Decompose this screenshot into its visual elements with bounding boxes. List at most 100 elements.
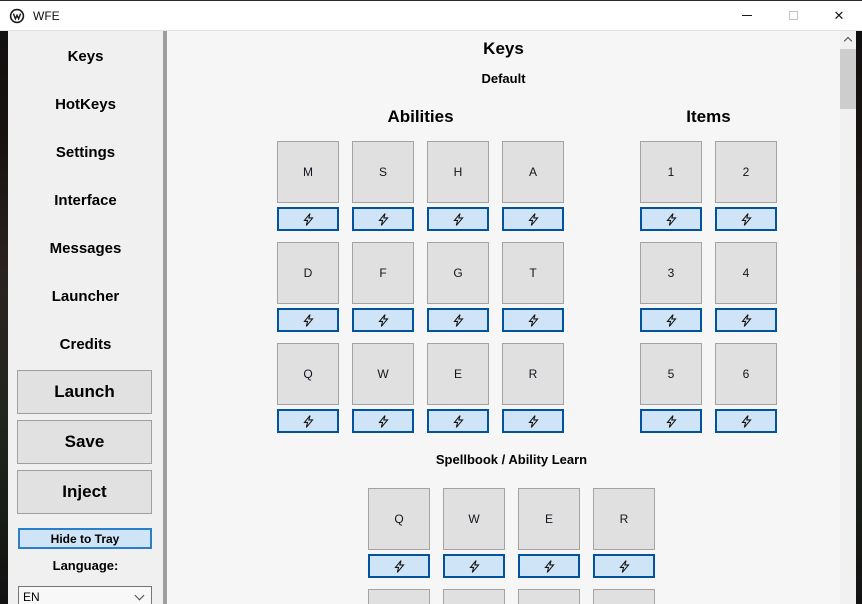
key-button[interactable]: 1: [640, 141, 702, 203]
key-button[interactable]: T: [502, 242, 564, 304]
close-button[interactable]: ✕: [816, 1, 862, 30]
rebind-key-button[interactable]: [277, 409, 339, 433]
key-cell: [443, 589, 505, 604]
key-button[interactable]: [518, 589, 580, 604]
key-button[interactable]: [443, 589, 505, 604]
rebind-key-button[interactable]: [443, 554, 505, 578]
spellbook-header: Spellbook / Ability Learn: [435, 452, 588, 467]
key-button[interactable]: [368, 589, 430, 604]
sidebar-item-interface[interactable]: Interface: [54, 192, 117, 209]
launch-button[interactable]: Launch: [17, 370, 152, 414]
key-button[interactable]: 2: [715, 141, 777, 203]
key-button[interactable]: S: [352, 141, 414, 203]
rebind-key-button[interactable]: [352, 409, 414, 433]
sidebar-item-messages[interactable]: Messages: [49, 240, 122, 257]
language-select[interactable]: EN: [18, 586, 152, 604]
rebind-key-button[interactable]: [502, 207, 564, 231]
rebind-key-button[interactable]: [640, 207, 702, 231]
rebind-key-button[interactable]: [518, 554, 580, 578]
rebind-key-button[interactable]: [277, 308, 339, 332]
key-cell: H: [427, 141, 489, 231]
inject-button[interactable]: Inject: [17, 470, 152, 514]
rebind-key-button[interactable]: [427, 308, 489, 332]
key-button[interactable]: D: [277, 242, 339, 304]
key-button[interactable]: W: [443, 488, 505, 550]
lightning-icon: [665, 313, 677, 327]
lightning-icon: [302, 313, 314, 327]
key-button[interactable]: M: [277, 141, 339, 203]
rebind-key-button[interactable]: [502, 409, 564, 433]
key-button[interactable]: G: [427, 242, 489, 304]
rebind-key-button[interactable]: [502, 308, 564, 332]
minimize-icon: [742, 15, 752, 16]
key-button[interactable]: A: [502, 141, 564, 203]
key-cell: F: [352, 242, 414, 332]
rebind-key-button[interactable]: [352, 308, 414, 332]
key-button[interactable]: R: [593, 488, 655, 550]
lightning-icon: [527, 414, 539, 428]
key-cell: D: [277, 242, 339, 332]
key-cell: R: [502, 343, 564, 433]
rebind-key-button[interactable]: [715, 308, 777, 332]
hide-to-tray-button[interactable]: Hide to Tray: [18, 528, 152, 549]
keys-panel: Keys Default Abilities Items M S H A: [167, 31, 840, 604]
lightning-icon: [665, 414, 677, 428]
key-cell: W: [352, 343, 414, 433]
key-button[interactable]: 3: [640, 242, 702, 304]
key-button[interactable]: 5: [640, 343, 702, 405]
right-edge-backdrop: [856, 31, 862, 604]
lightning-icon: [393, 559, 405, 573]
rebind-key-button[interactable]: [715, 207, 777, 231]
scroll-up-button[interactable]: [840, 31, 856, 48]
close-icon: ✕: [833, 8, 845, 23]
key-button[interactable]: Q: [277, 343, 339, 405]
key-button[interactable]: 4: [715, 242, 777, 304]
profile-name: Default: [481, 71, 526, 86]
key-button[interactable]: 6: [715, 343, 777, 405]
sidebar: Keys HotKeys Settings Interface Messages…: [8, 31, 163, 604]
scrollbar-thumb[interactable]: [840, 49, 856, 109]
key-cell: Q: [277, 343, 339, 433]
lightning-icon: [740, 212, 752, 226]
key-button[interactable]: F: [352, 242, 414, 304]
lightning-icon: [665, 212, 677, 226]
sidebar-nav: Keys HotKeys Settings Interface Messages…: [8, 33, 163, 369]
rebind-key-button[interactable]: [715, 409, 777, 433]
lightning-icon: [452, 212, 464, 226]
language-selected-value: EN: [23, 590, 40, 604]
key-cell: [518, 589, 580, 604]
sidebar-item-credits[interactable]: Credits: [59, 336, 112, 353]
key-button[interactable]: [593, 589, 655, 604]
lightning-icon: [377, 212, 389, 226]
rebind-key-button[interactable]: [277, 207, 339, 231]
key-cell: [593, 589, 655, 604]
minimize-button[interactable]: [724, 1, 770, 30]
key-button[interactable]: Q: [368, 488, 430, 550]
key-button[interactable]: H: [427, 141, 489, 203]
lightning-icon: [740, 414, 752, 428]
sidebar-item-keys[interactable]: Keys: [67, 48, 104, 65]
abilities-header: Abilities: [387, 107, 454, 126]
key-button[interactable]: R: [502, 343, 564, 405]
key-button[interactable]: E: [518, 488, 580, 550]
chevron-down-icon: [134, 590, 145, 600]
maximize-icon: [788, 11, 798, 20]
key-button[interactable]: W: [352, 343, 414, 405]
window-title: WFE: [33, 8, 60, 23]
rebind-key-button[interactable]: [352, 207, 414, 231]
rebind-key-button[interactable]: [640, 409, 702, 433]
rebind-key-button[interactable]: [368, 554, 430, 578]
sidebar-item-hotkeys[interactable]: HotKeys: [55, 96, 116, 113]
sidebar-item-settings[interactable]: Settings: [55, 144, 116, 161]
save-button[interactable]: Save: [17, 420, 152, 464]
lightning-icon: [468, 559, 480, 573]
window-body: Keys HotKeys Settings Interface Messages…: [0, 31, 862, 604]
rebind-key-button[interactable]: [427, 207, 489, 231]
rebind-key-button[interactable]: [593, 554, 655, 578]
sidebar-item-launcher[interactable]: Launcher: [51, 288, 120, 305]
key-button[interactable]: E: [427, 343, 489, 405]
vertical-scrollbar[interactable]: [840, 31, 856, 604]
rebind-key-button[interactable]: [640, 308, 702, 332]
key-cell: M: [277, 141, 339, 231]
rebind-key-button[interactable]: [427, 409, 489, 433]
